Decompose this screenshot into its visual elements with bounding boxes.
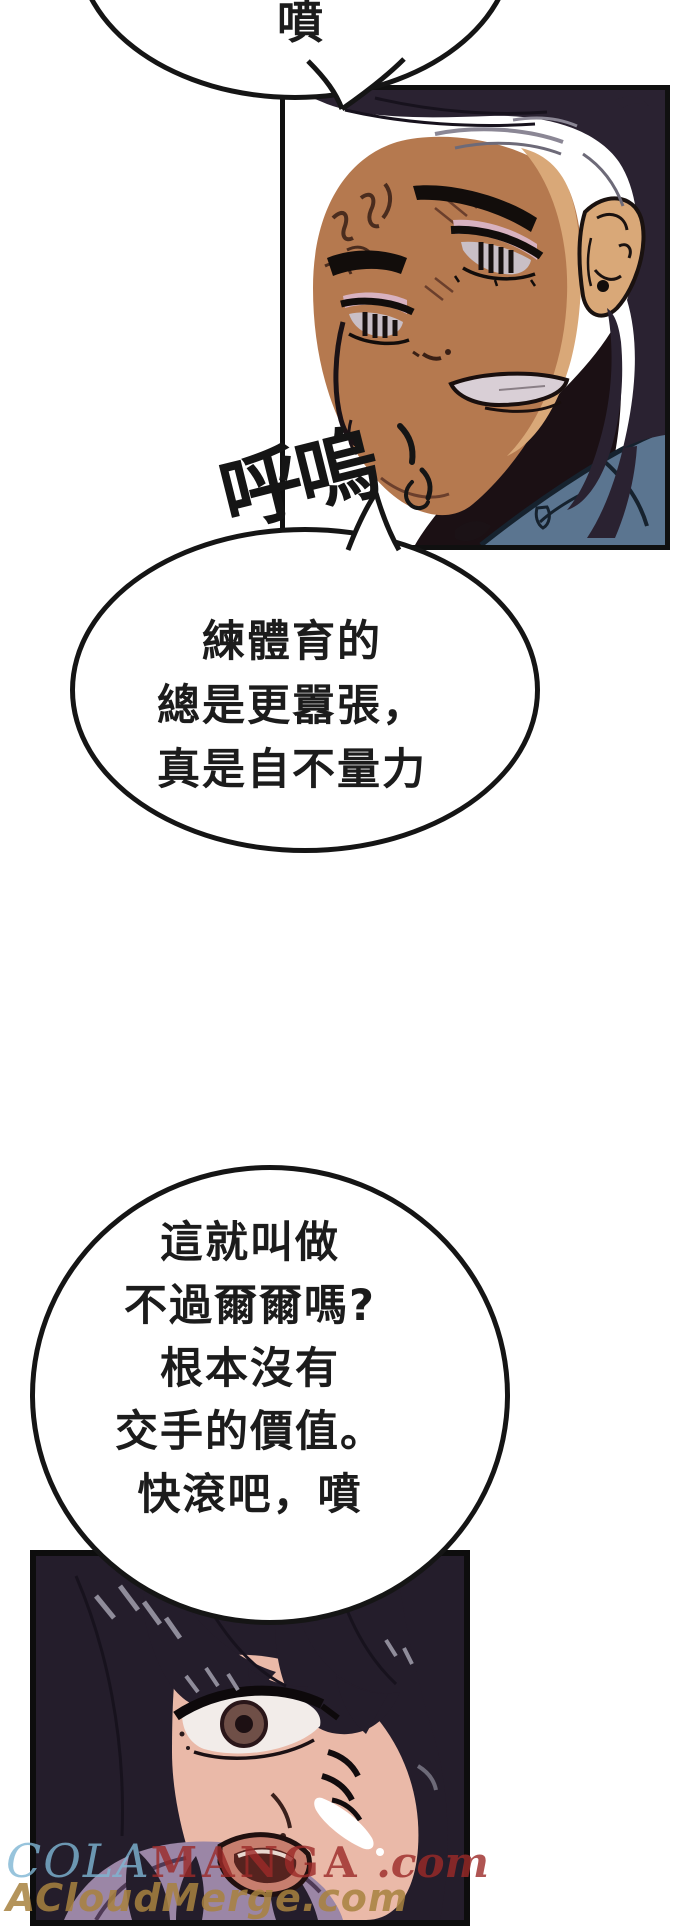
watermark-acloudmerge: ACloudMerge.com xyxy=(6,1876,409,1920)
bubble-low xyxy=(30,1165,510,1625)
bubble-low-line-2: 不過爾爾嗎? xyxy=(124,1281,376,1331)
bubble-top-tail xyxy=(306,57,406,112)
bubble-low-line-4: 交手的價值。 xyxy=(115,1407,385,1457)
panel-eye-illustration xyxy=(36,1556,464,1920)
panel-woman-illustration xyxy=(285,90,665,545)
watermark-dotcom: .com xyxy=(361,1838,489,1887)
bubble-mid-line-3: 真是自不量力 xyxy=(157,745,427,795)
bubble-low-text: 這就叫做 不過爾爾嗎? 根本沒有 交手的價值。 快滾吧，噴 xyxy=(15,1212,485,1527)
bubble-top-text: 噴 xyxy=(277,0,323,49)
watermark-cola: COLA xyxy=(6,1834,151,1888)
bubble-mid xyxy=(70,527,540,853)
bubble-low-line-3: 根本沒有 xyxy=(160,1344,340,1394)
bubble-low-line-5: 快滾吧，噴 xyxy=(137,1470,363,1520)
bubble-mid-line-2: 總是更囂張， xyxy=(157,681,427,731)
watermark-colamanga: COLAMANGA .com xyxy=(6,1834,489,1888)
sfx-breath-marks-icon xyxy=(397,423,433,511)
panel-eye xyxy=(30,1550,470,1926)
bubble-mid-line-1: 練體育的 xyxy=(202,617,382,667)
watermark-manga: MANGA xyxy=(150,1838,362,1887)
bubble-mid-tail xyxy=(345,491,402,552)
panel-woman xyxy=(280,85,670,550)
bubble-mid-text: 練體育的 總是更囂張， 真是自不量力 xyxy=(62,610,522,802)
bubble-low-line-1: 這就叫做 xyxy=(160,1218,340,1268)
